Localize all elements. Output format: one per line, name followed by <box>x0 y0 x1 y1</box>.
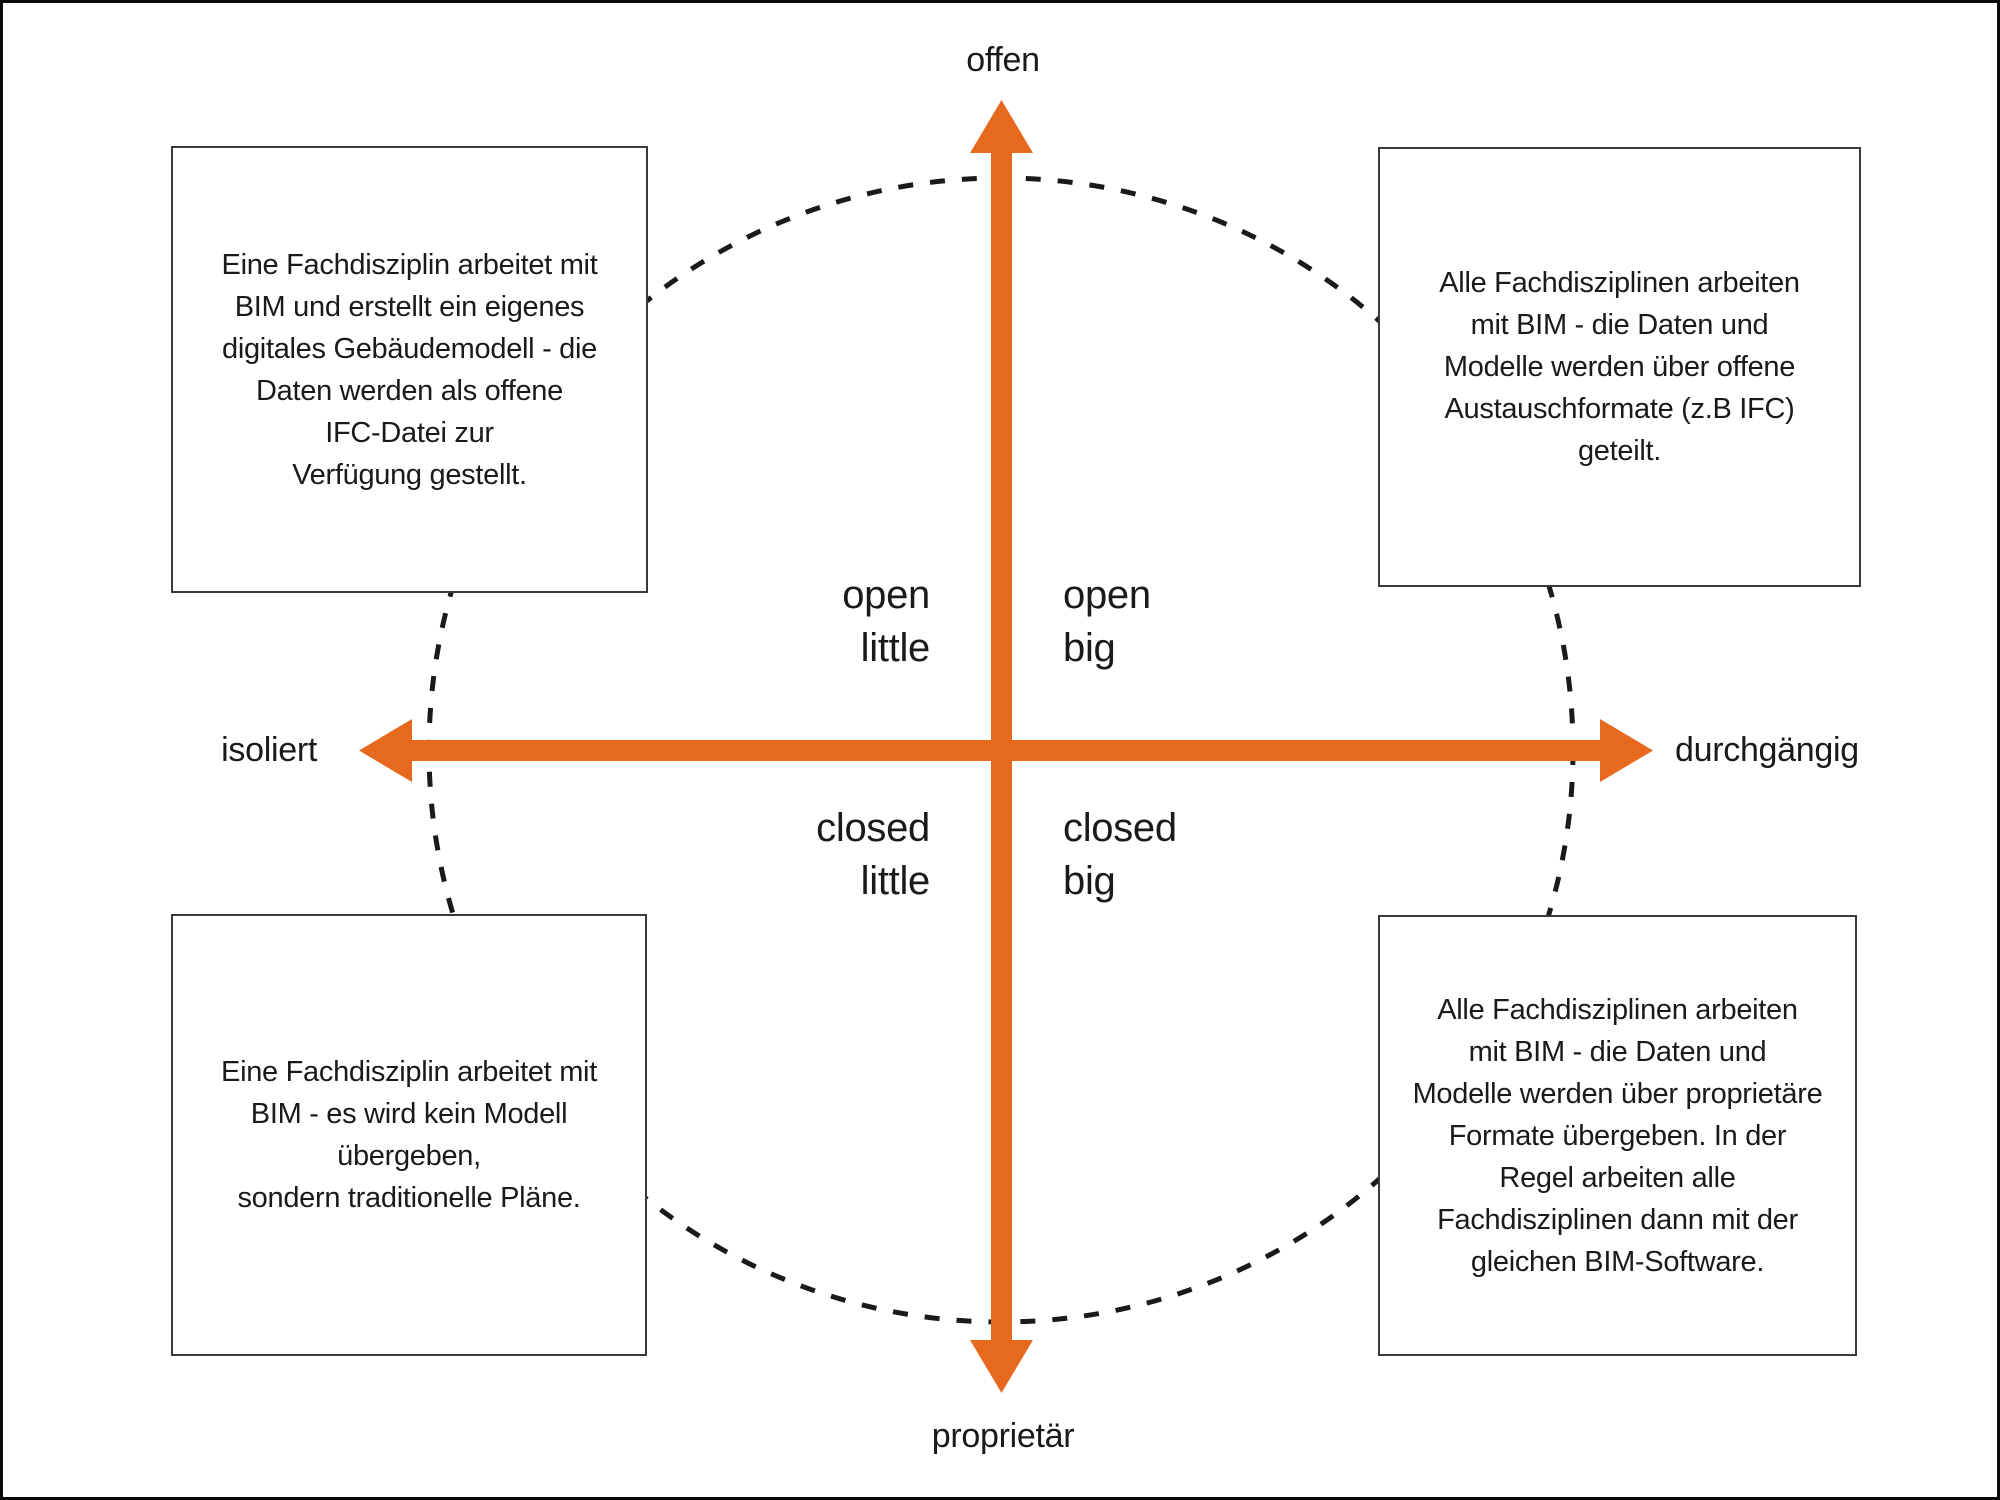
arrowhead-up-icon <box>970 100 1033 153</box>
arrowhead-down-icon <box>970 1340 1033 1393</box>
note-box-open-big: Alle Fachdisziplinen arbeiten mit BIM - … <box>1378 147 1861 587</box>
note-box-closed-big: Alle Fachdisziplinen arbeiten mit BIM - … <box>1378 915 1857 1356</box>
vertical-axis-shaft <box>991 152 1012 1341</box>
note-text-open-little: Eine Fachdisziplin arbeitet mit BIM und … <box>221 248 598 491</box>
note-box-closed-little: Eine Fachdisziplin arbeitet mit BIM - es… <box>171 914 647 1356</box>
arrowhead-left-icon <box>359 719 412 782</box>
quadrant-label-closed-little: closed little <box>816 806 930 903</box>
axis-label-proprietaer: proprietär <box>931 1417 1075 1455</box>
note-box-open-little: Eine Fachdisziplin arbeitet mit BIM und … <box>171 146 648 593</box>
quadrant-label-open-little: open little <box>842 573 930 670</box>
axis-label-isoliert: isoliert <box>221 731 317 769</box>
vertical-axis-arrow <box>970 100 1033 1393</box>
note-text-open-big: Alle Fachdisziplinen arbeiten mit BIM - … <box>1439 267 1800 467</box>
note-text-closed-little: Eine Fachdisziplin arbeitet mit BIM - es… <box>221 1056 597 1214</box>
axis-label-durchgaengig: durchgängig <box>1675 731 1859 769</box>
axes-graphic <box>359 100 1653 1393</box>
note-text-closed-big: Alle Fachdisziplinen arbeiten mit BIM - … <box>1412 993 1823 1278</box>
quadrant-label-open-big: open big <box>1063 573 1151 670</box>
axis-label-offen: offen <box>966 41 1040 79</box>
arrowhead-right-icon <box>1600 719 1653 782</box>
quadrant-label-closed-big: closed big <box>1063 806 1177 903</box>
